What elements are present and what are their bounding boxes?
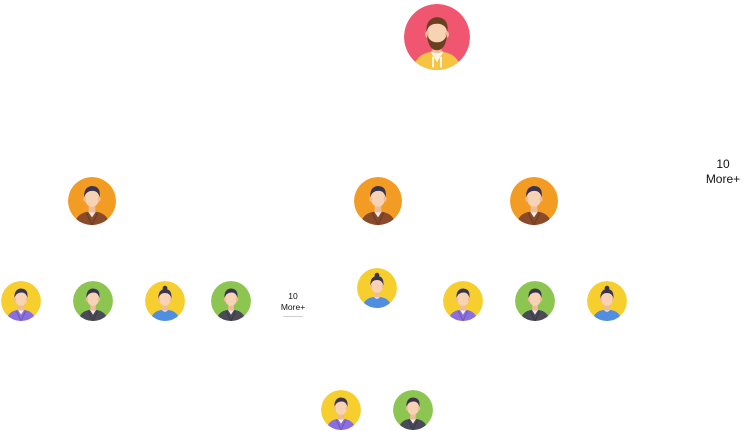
team-b-member-avatar-2[interactable] bbox=[393, 390, 433, 430]
team-a-avatar-3[interactable] bbox=[145, 281, 185, 321]
more-team-counter[interactable]: 10 More+ bbox=[273, 291, 313, 317]
root-avatar[interactable] bbox=[404, 4, 470, 70]
team-a-avatar-1[interactable] bbox=[1, 281, 41, 321]
manager-avatar-2[interactable] bbox=[354, 177, 402, 225]
more-team-label: More+ bbox=[280, 301, 306, 312]
team-a-avatar-2[interactable] bbox=[73, 281, 113, 321]
team-b-member-avatar-1[interactable] bbox=[321, 390, 361, 430]
more-root-counter[interactable]: 10 More+ bbox=[698, 157, 748, 187]
team-c-avatar-2[interactable] bbox=[515, 281, 555, 321]
team-b-lead-avatar[interactable] bbox=[357, 268, 397, 308]
more-root-count: 10 bbox=[716, 157, 730, 171]
more-team-count: 10 bbox=[288, 291, 298, 301]
manager-avatar-1[interactable] bbox=[68, 177, 116, 225]
team-c-avatar-1[interactable] bbox=[443, 281, 483, 321]
team-c-avatar-3[interactable] bbox=[587, 281, 627, 321]
more-root-label: More+ bbox=[705, 172, 741, 186]
team-a-avatar-4[interactable] bbox=[211, 281, 251, 321]
manager-avatar-3[interactable] bbox=[510, 177, 558, 225]
